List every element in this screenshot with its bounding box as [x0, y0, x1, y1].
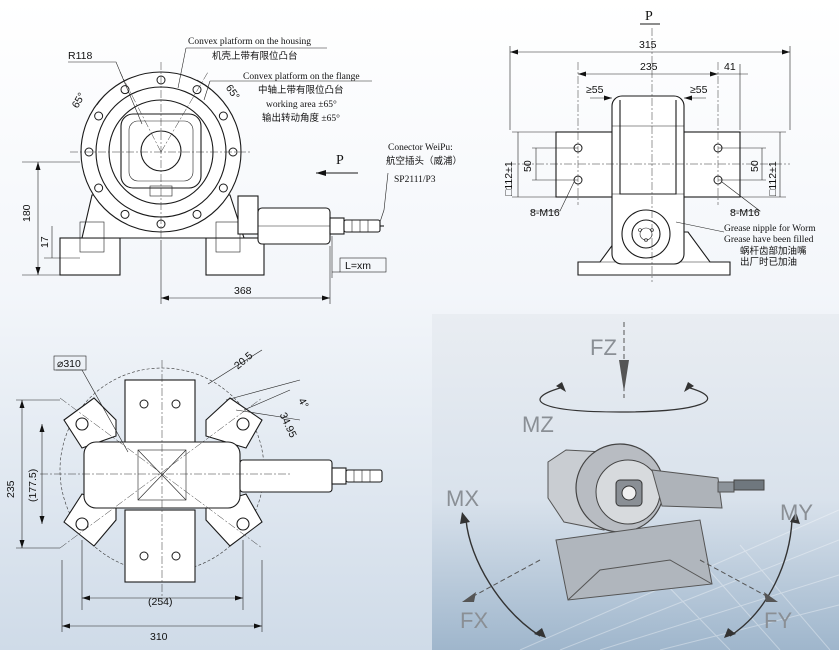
fz-label: FZ — [590, 335, 617, 360]
foot-top-right — [205, 397, 263, 449]
plate-bolt-hole — [171, 399, 181, 409]
dim-112-right: □112±1 — [767, 161, 779, 196]
plate-bolt-hole — [139, 551, 149, 561]
front-p-label: P — [336, 153, 344, 168]
foot-top-left — [63, 397, 117, 449]
dim-235-top: 235 — [5, 480, 17, 498]
flange-bolt-holes — [84, 75, 238, 229]
right-foot — [205, 237, 265, 276]
dim-310: 310 — [150, 631, 168, 643]
dim-180: 180 — [21, 204, 33, 222]
connector-cn: 航空插头（威浦） — [386, 155, 462, 167]
callout-flange-cn: 中轴上带有限位凸台 — [258, 84, 344, 96]
worm-housing — [237, 195, 259, 235]
plate-bolt-hole — [139, 399, 149, 409]
labels: R118 65° 65° Convex platform on the hous… — [5, 9, 816, 643]
dim-20-5: 20.5 — [232, 350, 255, 372]
radius-label: R118 — [68, 50, 92, 62]
grease-en-2: Grease have been filled — [724, 234, 814, 245]
flange-bolt-hole — [94, 183, 104, 193]
flange-bolt-hole — [218, 183, 228, 193]
fy-label: FY — [764, 608, 792, 633]
grease-cn-2: 出厂时已加油 — [740, 256, 797, 268]
dim-235: 235 — [640, 61, 658, 73]
connector-en: Conector WeiPu: — [388, 143, 453, 153]
isometric-view — [460, 322, 800, 638]
connector-part: SP2111/P3 — [394, 175, 436, 185]
dim-50-left: 50 — [522, 160, 534, 172]
right-mount-plate — [681, 131, 741, 198]
callout-housing-cn: 机壳上带有限位凸台 — [212, 50, 298, 62]
bolt-left: 8-M16 — [530, 207, 560, 219]
connector-cable — [343, 219, 381, 233]
dim-55-left: ≥55 — [586, 84, 604, 96]
top-view — [16, 349, 383, 632]
left-foot — [59, 237, 121, 276]
flange-bolt-hole — [192, 85, 202, 95]
grease-en-1: Grease nipple for Worm — [724, 223, 816, 234]
dim-55-right: ≥55 — [690, 84, 708, 96]
side-p-label: P — [645, 9, 653, 24]
dim-34-95: 34.95 — [277, 411, 299, 440]
dim-41: 41 — [724, 61, 736, 73]
diameter-label: ⌀310 — [57, 358, 81, 370]
mx-label: MX — [446, 486, 479, 511]
bottom-plate — [124, 509, 196, 583]
flange-bolt-hole — [120, 209, 130, 219]
my-label: MY — [780, 500, 813, 525]
plate-bolt-hole — [171, 551, 181, 561]
dim-368: 368 — [234, 285, 252, 297]
mz-label: MZ — [522, 412, 554, 437]
bolt-right: 8-M16 — [730, 207, 760, 219]
top-plate — [124, 379, 196, 451]
connector-plug — [329, 217, 345, 235]
callout-flange-en: Convex platform on the flange — [243, 71, 360, 82]
left-mount-plate — [555, 131, 615, 198]
cable-length: L=xm — [345, 260, 371, 272]
dim-17: 17 — [39, 236, 51, 248]
dim-177-5: (177.5) — [27, 469, 39, 502]
dim-315: 315 — [639, 39, 657, 51]
side-view — [508, 28, 791, 282]
top-motor — [239, 459, 333, 493]
flange-bolt-hole — [192, 209, 202, 219]
working-area-en: working area ±65° — [266, 99, 337, 110]
dim-50-right: 50 — [749, 160, 761, 172]
fx-label: FX — [460, 608, 488, 633]
angle-right-label: 65° — [223, 82, 242, 102]
grease-cn-1: 蜗杆齿部加油嘴 — [740, 245, 807, 257]
front-view — [22, 47, 389, 304]
dim-112-left: □112±1 — [503, 161, 515, 196]
angle-left-label: 65° — [70, 91, 88, 111]
dim-254: (254) — [148, 596, 173, 608]
callout-housing-en: Convex platform on the housing — [188, 36, 311, 47]
dim-4-deg: 4° — [295, 396, 310, 411]
flange-bolt-hole — [94, 111, 104, 121]
top-bolt-holes — [139, 399, 181, 561]
working-area-cn: 输出转动角度 ±65° — [262, 112, 340, 124]
flange-bolt-hole — [218, 111, 228, 121]
worm-end-cap — [621, 209, 671, 259]
